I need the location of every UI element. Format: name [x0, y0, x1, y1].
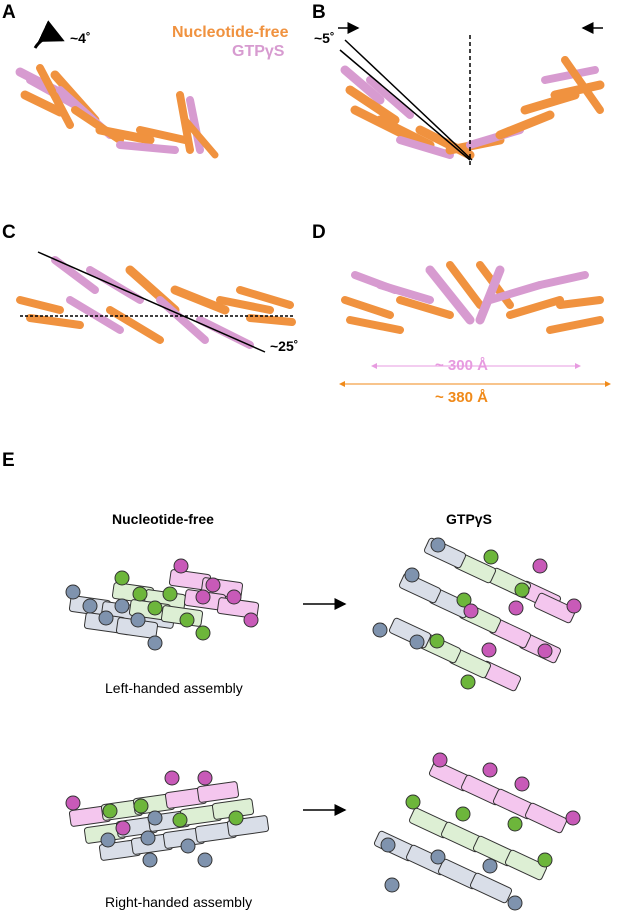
dimension-380: ~ 380 Å — [435, 389, 488, 406]
structure-panel-d — [339, 261, 611, 387]
reference-line-b1 — [339, 49, 471, 161]
angle-label-b: ~5˚ — [314, 30, 335, 46]
column-heading-gtp: GTPγS — [446, 511, 492, 527]
schematic-right-handed-gtp — [373, 752, 581, 911]
reference-line-c — [37, 251, 266, 353]
panel-letter-c: C — [2, 222, 16, 243]
legend-nucleotide-free: Nucleotide-free — [172, 24, 289, 41]
structure-panel-a — [15, 20, 219, 159]
structure-panel-c — [16, 251, 296, 353]
reference-line-b2 — [344, 39, 473, 161]
angle-label-c: ~25˚ — [270, 338, 299, 354]
structure-panel-b — [338, 22, 605, 165]
column-heading-nucleotide-free: Nucleotide-free — [112, 511, 214, 527]
right-handed-label: Right-handed assembly — [105, 894, 253, 910]
panel-letter-a: A — [2, 2, 16, 23]
legend-gtp: GTPγS — [232, 43, 285, 60]
schematic-left-handed-nf — [65, 558, 260, 651]
panel-letter-d: D — [312, 222, 326, 243]
schematic-right-handed-nf — [65, 770, 270, 868]
rotation-arrow-a — [33, 20, 65, 49]
left-handed-label: Left-handed assembly — [105, 680, 243, 696]
panel-letter-e: E — [2, 450, 15, 471]
panel-letter-b: B — [312, 2, 326, 23]
angle-label-a: ~4˚ — [70, 30, 91, 46]
schematic-left-handed-gtp — [372, 537, 582, 692]
